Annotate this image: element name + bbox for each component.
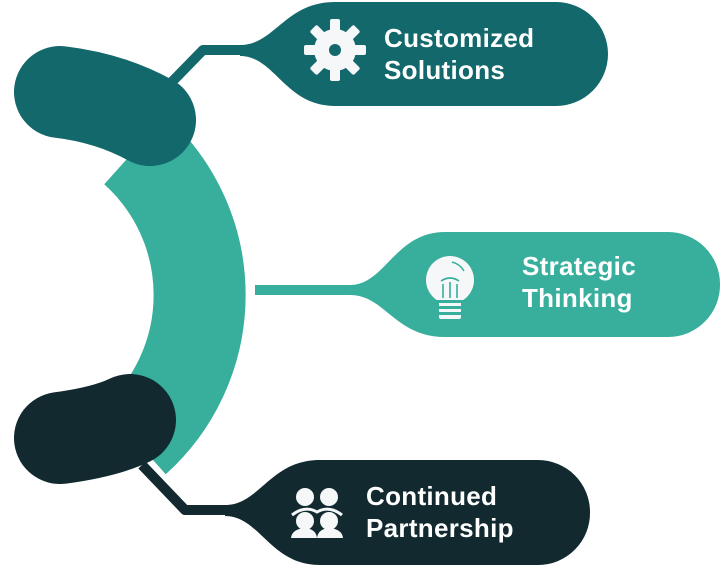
lightbulb-icon: [426, 256, 474, 319]
label-customized-solutions: Customized Solutions: [384, 22, 534, 86]
label-strategic-thinking: Strategic Thinking: [522, 250, 636, 314]
callout-partnership: [225, 460, 591, 565]
label-line: Solutions: [384, 55, 506, 85]
arc-segment-customized: [14, 46, 196, 166]
label-line: Thinking: [522, 283, 633, 313]
label-line: Continued: [366, 481, 498, 511]
gear-icon: [304, 19, 366, 81]
connector-customized: [160, 45, 250, 94]
label-line: Strategic: [522, 251, 636, 281]
people-icon: [291, 488, 343, 538]
connector-strategic: [255, 285, 375, 295]
connector-partnership: [138, 461, 235, 515]
arc-segment-partnership: [14, 374, 176, 484]
label-continued-partnership: Continued Partnership: [366, 480, 514, 544]
label-line: Partnership: [366, 513, 514, 543]
label-line: Customized: [384, 23, 535, 53]
